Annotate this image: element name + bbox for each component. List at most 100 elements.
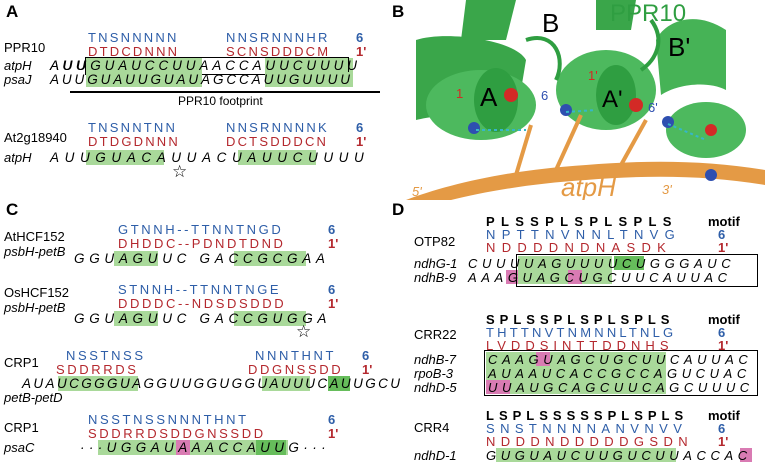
highlight-c3-a — [58, 376, 138, 391]
highlight-c4-b — [256, 440, 286, 455]
rna-label-atph-2: atpH — [4, 150, 32, 165]
highlight-crr4 — [496, 448, 676, 462]
crr22-residues-bot: LVDDSINTTDDNHS — [486, 338, 674, 353]
helix-a-prime-label: A' — [602, 86, 623, 113]
highlight-otp82-1b — [614, 256, 644, 270]
crr22-seq2-text: AUAAUCACCGCCAGUCUAC — [488, 366, 751, 381]
helix-b-label: B — [542, 8, 560, 38]
star-icon: ☆ — [172, 162, 188, 181]
athcf152-residues-top: GTNNH--TTNNTNGD — [118, 222, 284, 237]
crr4-residues-top: SNSTNNNNANVNVV — [486, 421, 688, 436]
crr22-seq3-text: UUAUGCAGCUUCAGCUUUC — [488, 380, 754, 395]
crr22-box — [484, 350, 758, 396]
highlight-otp82-2 — [518, 270, 612, 284]
footprint-label: PPR10 footprint — [178, 94, 263, 108]
panel-b: PPR10 A A' B B' 1 1' 6 6' atpH 5' 3' — [406, 0, 765, 200]
rna-label-psbh-petb-2: psbH-petB — [4, 300, 66, 315]
rna-label-ndhb-9: ndhB-9 — [414, 270, 456, 285]
otp82-residues-bot: NDDDDNDNASDK — [486, 240, 673, 255]
structure-title: PPR10 — [610, 0, 687, 27]
motif-label: motif — [708, 408, 740, 423]
crr4-seq-text: GUGUAUCUUGUCUUACCAC — [486, 448, 752, 463]
highlight-c4-pink — [176, 440, 190, 455]
protein-crp1: CRP1 — [4, 355, 39, 370]
protein-athcf152: AtHCF152 — [4, 229, 65, 244]
highlight-psaj-5 — [86, 72, 202, 87]
c1-sequence-text: GGUAGUUC GACCGCGAA — [74, 251, 330, 266]
at2g-residues-bot-b: DCTSDDDCN — [226, 134, 329, 149]
psaj-sequence-text: AUUGUAUUGUAUAGCCAUUGUUUU — [50, 72, 353, 87]
highlight-c4-a — [98, 440, 288, 455]
otp82-motif-row: PLSSPLSPLSPLS — [486, 214, 678, 229]
ppr10-structure-image — [406, 0, 765, 200]
protein-at2g18940: At2g18940 — [4, 130, 67, 145]
crr4-motif-row: LSPLSSSSSPLSPLS — [486, 408, 689, 423]
ppr10-residues-top-a: TNSNNNNN — [88, 30, 179, 45]
highlight-at2g-5 — [86, 150, 164, 165]
position-6-label: 6 — [328, 412, 336, 427]
otp82-residues-top: NPTTNVNNLTNVG — [486, 227, 682, 242]
ppr10-residues-bot-a: DTDCDNNN — [88, 44, 180, 59]
highlight-otp82-2pink-b — [568, 270, 582, 284]
protein-crr4: CRR4 — [414, 420, 450, 435]
position-6-label: 6 — [718, 325, 726, 340]
position-6-label: 6 — [718, 421, 726, 436]
residue-1-label: 1 — [456, 86, 464, 101]
highlight-psaj-3 — [265, 72, 353, 87]
position-6-label: 6 — [328, 282, 336, 297]
position-1-label: 1' — [328, 236, 339, 251]
otp82-seq1-text: CUUUUAGUUUUCUGGGAUC — [468, 256, 736, 271]
position-1-label: 1' — [718, 434, 729, 449]
protein-crp1-b: CRP1 — [4, 420, 39, 435]
athcf152-residues-bot: DHDDC--PDNDTDND — [118, 236, 286, 251]
crp1-residues-bot-a: SDDRRDS — [56, 362, 139, 377]
position-1-label: 1' — [356, 134, 367, 149]
residue-1-prime-label: 1' — [588, 68, 598, 83]
c3-sequence-text: AUAUCGGGUAGGUUGGUGGUAUUUCAUUGCU — [22, 376, 403, 391]
crr22-residues-top: THTTNVTNMNNLTNLG — [486, 325, 677, 340]
rna-label-psac: psaC — [4, 440, 35, 455]
crp1-residues-top-a: NSSTNSS — [66, 348, 146, 363]
rna-label-psbh-petb: psbH-petB — [4, 244, 66, 259]
motif-label: motif — [708, 312, 740, 327]
rna-atph-label: atpH — [561, 172, 616, 200]
atph-2-sequence-text: AUUGUACAUUACUAUUCUUUU — [50, 150, 370, 165]
rna-label-petb-petd: petB-petD — [4, 390, 63, 405]
position-1-label: 1' — [362, 362, 373, 377]
seq-segment: A U U — [50, 58, 86, 73]
crp1b-residues-top: NSSTNSSNNNTHNT — [88, 412, 249, 427]
footprint-line — [70, 91, 380, 93]
c4-sequence-text: ···UGGAUAAACCAUUG··· — [80, 440, 330, 455]
rna-seq-atph: A U U — [50, 58, 353, 73]
highlight-5prime — [86, 58, 202, 73]
highlight-crr22-pink2 — [486, 380, 510, 394]
rna-label-ndhg-1: ndhG-1 — [414, 256, 458, 271]
protein-otp82: OTP82 — [414, 234, 456, 249]
highlight-c2-a — [114, 311, 158, 326]
highlight-crr4-pink — [740, 448, 752, 462]
at2g-residues-top-a: TNSNNTNN — [88, 120, 178, 135]
highlight-c2-b — [234, 311, 306, 326]
residue-6-prime-label: 6' — [648, 100, 658, 115]
crp1-residues-top-b: NNNTHNT — [255, 348, 337, 363]
otp82-seq2-text: AAAGUAGCUGCUUCAUUAC — [468, 270, 732, 285]
position-6-label: 6 — [356, 120, 364, 135]
protein-ppr10: PPR10 — [4, 40, 46, 55]
ppr10-residues-top-b: NNSRNNNHR — [226, 30, 330, 45]
ppr10-residues-bot-b: SCNSDDDCM — [226, 44, 331, 59]
highlight-otp82-1 — [518, 256, 612, 270]
position-1-label: 1' — [328, 426, 339, 441]
panel-label-a: A — [6, 2, 19, 21]
position-1-label: 1' — [718, 338, 729, 353]
panel-label-c: C — [6, 200, 19, 219]
c2-sequence-text: GGUAGUUC GACCGUGGA — [74, 311, 332, 326]
highlight-3prime — [265, 58, 353, 73]
crr22-seq1-text: CAAGUAGCUGCUUCAUUAC — [488, 352, 753, 367]
highlight-otp82-2pink — [506, 270, 518, 284]
highlight-crr22 — [486, 352, 666, 394]
at2g-residues-bot-a: DTDGDNNN — [88, 134, 180, 149]
rna-label-ndhd-5: ndhD-5 — [414, 380, 457, 395]
position-1-label: 1' — [718, 240, 729, 255]
highlight-c3-b — [262, 376, 310, 391]
helix-a-label: A — [480, 82, 498, 112]
